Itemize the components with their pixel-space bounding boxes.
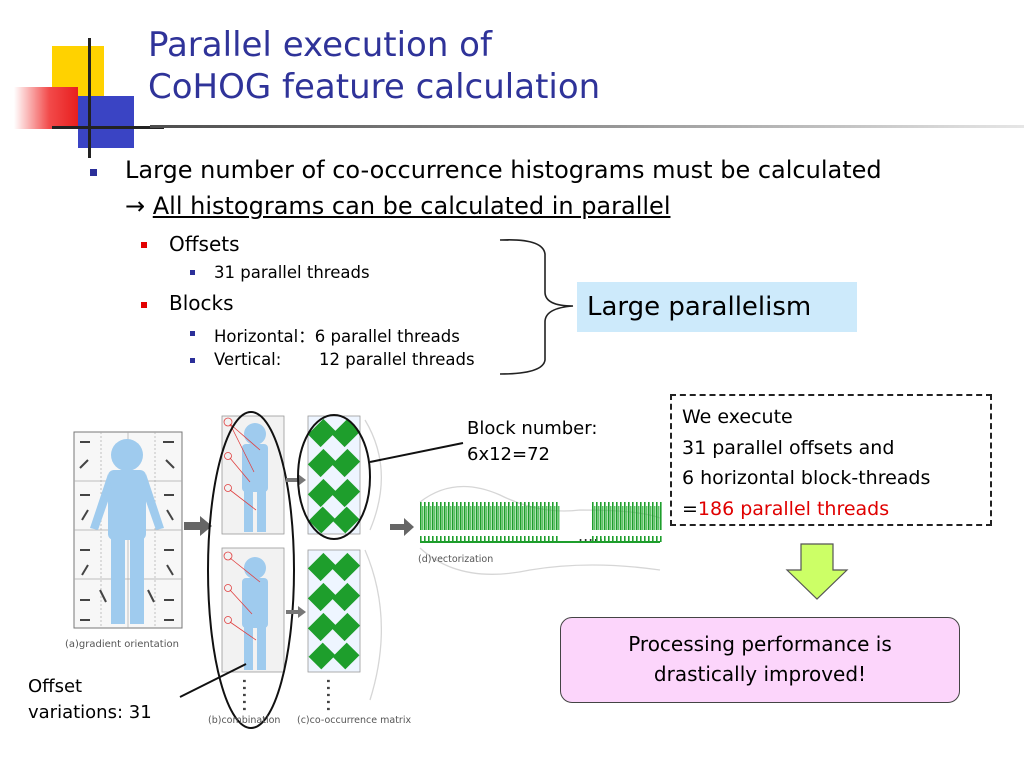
performance-callout: Processing performance is drastically im… [560,617,960,703]
block-number-label: Block number: [467,418,598,439]
logo-horizontal-line [52,126,164,129]
vertical-dots: ..... [321,678,346,713]
perf-line-2: drastically improved! [653,662,867,686]
caption-vectorization: (d)vectorization [418,554,493,565]
gradient-orientation-panel [73,431,183,629]
execute-result: 186 parallel threads [697,497,890,520]
histogram-strip-right [592,502,662,542]
vertical-dots: ..... [237,678,262,713]
main-bullet-line2: → All histograms can be calculated in pa… [125,192,670,220]
bullet-square-icon [190,270,195,275]
perf-line-1: Processing performance is [628,632,892,656]
cohog-pipeline-figure: (a)gradient orientation ..... [65,411,662,729]
bullet-square-icon [190,331,195,336]
large-parallelism-callout: Large parallelism [577,282,857,332]
bullet-square-icon [90,169,97,176]
down-arrow-icon [785,543,849,600]
caption-cooccurrence: (c)co-occurrence matrix [297,715,411,726]
cooccurrence-panel-top [307,415,361,535]
cooccurrence-panel-bottom [307,549,361,673]
offsets-threads: 31 parallel threads [214,263,370,282]
logo-red-bar [14,87,78,129]
person-silhouette [90,439,164,624]
vertical-threads-label: Vertical: [214,350,282,369]
execute-line-3: 6 horizontal block-threads [682,467,931,489]
caption-combination: (b)combination [208,715,280,726]
arrow-right-icon [184,516,212,536]
combination-panel-top [221,415,285,535]
arrow-glyph: → [125,192,146,220]
arrow-right-icon [390,518,414,536]
execute-equals: = [682,497,698,520]
offset-variations-label: Offset [28,676,83,697]
title-underline-rule [150,125,1024,128]
slide-title: Parallel execution of CoHOG feature calc… [148,24,848,108]
bullet-square-icon [141,242,147,248]
vertical-threads-value: 12 parallel threads [319,350,475,369]
logo-vertical-line [88,38,91,158]
combination-panel-bottom [221,547,285,673]
blocks-label: Blocks [169,291,234,315]
title-line-1: Parallel execution of [148,25,492,65]
logo-blue-square [78,96,134,148]
bullet-square-icon [190,358,195,363]
block-number-value: 6x12=72 [467,444,550,465]
bullet-square-icon [141,302,147,308]
offsets-ellipse [207,411,295,729]
right-brace-icon [499,238,574,375]
title-line-2: CoHOG feature calculation [148,67,601,107]
offsets-label: Offsets [169,232,240,256]
histogram-strip-left [420,502,560,542]
caption-gradient: (a)gradient orientation [65,639,179,650]
blocks-ellipse [297,414,371,540]
execute-line-2: 31 parallel offsets and [682,436,895,459]
horizontal-threads: Horizontal：6 parallel threads [214,327,460,346]
execution-summary-box: We execute 31 parallel offsets and 6 hor… [670,394,992,526]
gradient-arrows [79,441,175,621]
execute-line-1: We execute [682,406,793,428]
arrow-right-icon [286,606,306,618]
execute-line-4: =186 parallel threads [682,494,980,525]
main-bullet-emphasis: All histograms can be calculated in para… [152,192,671,220]
offset-variations-value: variations: 31 [28,702,152,723]
main-bullet-text: Large number of co-occurrence histograms… [125,156,882,184]
arrow-right-icon [286,474,306,486]
